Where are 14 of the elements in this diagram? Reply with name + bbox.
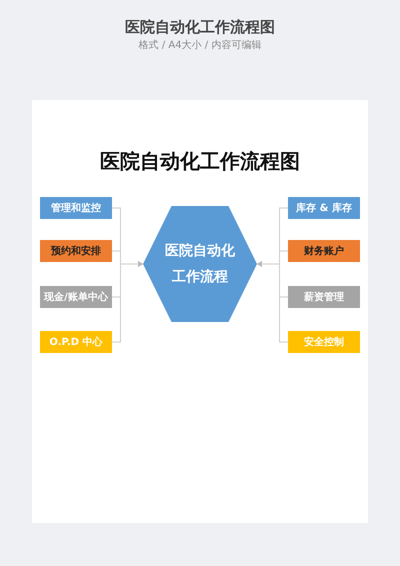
hexagon-label: 医院自动化工作流程 xyxy=(164,242,236,287)
category-box: 库存 & 库存 xyxy=(288,197,360,219)
category-box: 管理和监控 xyxy=(40,197,112,219)
category-box: 财务账户 xyxy=(288,240,360,262)
connector xyxy=(256,261,288,342)
category-box: 薪资管理 xyxy=(288,286,360,308)
category-box: 现金/账单中心 xyxy=(40,286,112,308)
subtitle: 格式 / A4大小 / 内容可编辑 xyxy=(138,38,262,52)
category-box: 安全控制 xyxy=(288,331,360,353)
category-box: O.P.D 中心 xyxy=(40,331,112,353)
connector xyxy=(112,261,144,342)
page-heading: 医院自动化工作流程图 xyxy=(124,18,276,37)
category-box: 预约和安排 xyxy=(40,240,112,262)
diagram-title: 医院自动化工作流程图 xyxy=(99,148,301,175)
